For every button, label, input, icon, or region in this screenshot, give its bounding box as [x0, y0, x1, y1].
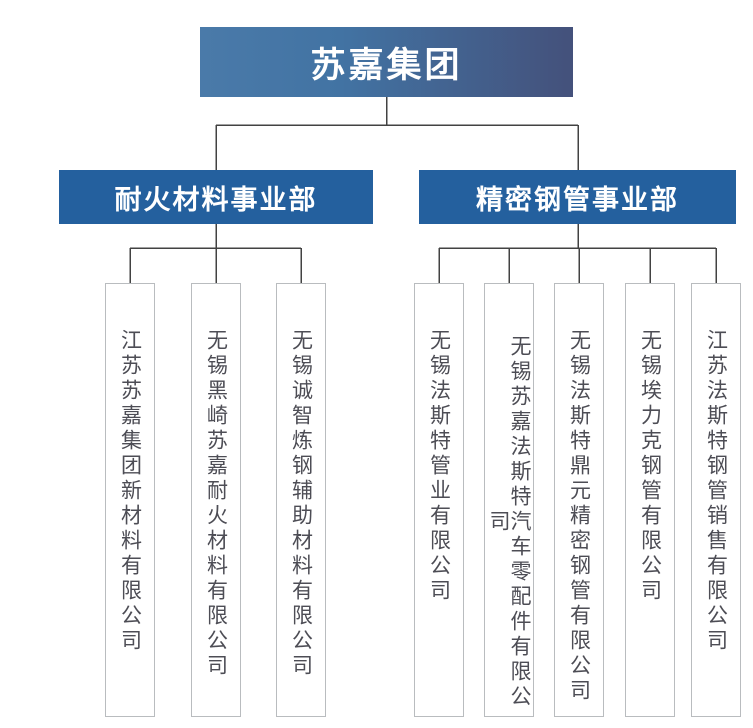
- company-name: 无锡诚智炼钢辅助材料有限公司: [289, 329, 313, 679]
- division-node-refractory-materials: 耐火材料事业部: [59, 170, 373, 224]
- company-node: 江苏苏嘉集团新材料有限公司: [105, 283, 155, 717]
- company-node: 无锡法斯特管业有限公司: [414, 283, 464, 717]
- company-name: 无锡苏嘉法斯特汽车零配件有限公司: [487, 335, 531, 710]
- company-node: 无锡诚智炼钢辅助材料有限公司: [276, 283, 326, 717]
- company-name: 无锡法斯特鼎元精密钢管有限公司: [567, 329, 591, 704]
- group-root-node: 苏嘉集团: [200, 27, 573, 97]
- company-node: 无锡黑崎苏嘉耐火材料有限公司: [191, 283, 241, 717]
- company-node: 无锡法斯特鼎元精密钢管有限公司: [554, 283, 604, 717]
- company-node: 无锡埃力克钢管有限公司: [625, 283, 675, 717]
- company-name: 无锡法斯特管业有限公司: [427, 329, 451, 604]
- company-node: 无锡苏嘉法斯特汽车零配件有限公司: [484, 283, 534, 717]
- company-name: 无锡埃力克钢管有限公司: [638, 329, 662, 604]
- company-name: 江苏苏嘉集团新材料有限公司: [118, 329, 142, 654]
- company-name: 江苏法斯特钢管销售有限公司: [704, 329, 728, 654]
- company-name: 无锡黑崎苏嘉耐火材料有限公司: [204, 329, 228, 679]
- company-node: 江苏法斯特钢管销售有限公司: [691, 283, 741, 717]
- division-node-precision-steel-pipe: 精密钢管事业部: [419, 170, 736, 224]
